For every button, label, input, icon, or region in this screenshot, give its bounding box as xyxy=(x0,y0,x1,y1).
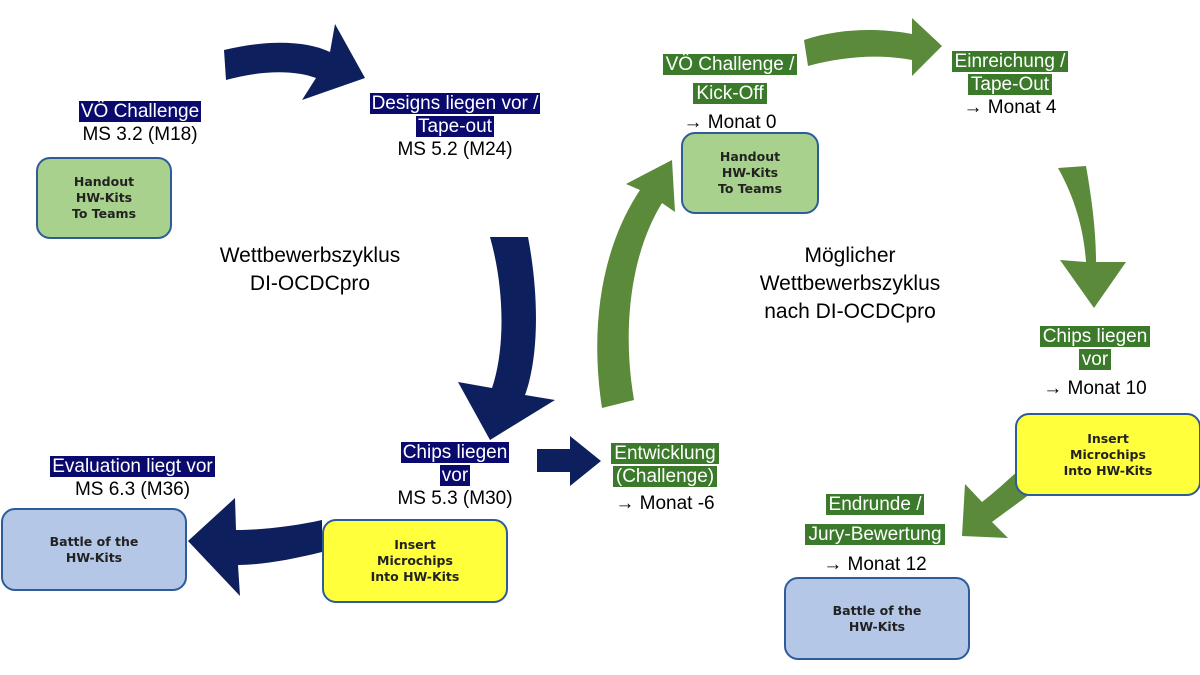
left-insert-line1: Insert xyxy=(394,537,436,552)
left-vo-ms: MS 3.2 (M18) xyxy=(82,124,198,145)
left-insert-line2: Microchips xyxy=(377,553,453,568)
right-endrunde: Endrunde / Jury-Bewertung → Monat 12 xyxy=(785,490,965,580)
right-box-battle: Battle of the HW-Kits xyxy=(784,577,970,660)
arrow-chips-to-entwicklung xyxy=(537,436,601,486)
left-handout-line1: Handout xyxy=(73,174,135,189)
right-einreichung-label1: Einreichung / xyxy=(951,51,1069,72)
right-entwicklung-month: → Monat -6 xyxy=(615,493,715,514)
left-handout-line3: To Teams xyxy=(71,206,137,221)
left-battle-line1: Battle of the xyxy=(49,533,139,549)
right-battle-line2: HW-Kits xyxy=(848,618,906,634)
left-insert-line3: Into HW-Kits xyxy=(370,569,460,584)
left-evaluation-label: Evaluation liegt vor xyxy=(50,456,215,477)
right-handout-line3: To Teams xyxy=(717,181,783,196)
left-title-line1: Wettbewerbszyklus xyxy=(219,244,401,267)
right-vo-label1: VÖ Challenge / xyxy=(662,54,798,75)
left-handout-line2: HW-Kits xyxy=(75,190,133,205)
left-evaluation: Evaluation liegt vor MS 6.3 (M36) xyxy=(25,455,240,501)
left-designs: Designs liegen vor / Tape-out MS 5.2 (M2… xyxy=(350,92,560,161)
right-chips-label1: Chips liegen xyxy=(1039,326,1151,347)
right-einreichung-label2: Tape-Out xyxy=(967,74,1053,95)
right-insert-line1: Insert xyxy=(1087,430,1129,446)
left-battle-line2: HW-Kits xyxy=(65,549,123,565)
right-chips-month: → Monat 10 xyxy=(1043,378,1147,399)
left-box-insert: Insert Microchips Into HW-Kits xyxy=(322,519,508,603)
right-vo-month: → Monat 0 xyxy=(683,112,777,133)
left-designs-ms: MS 5.2 (M24) xyxy=(397,139,513,160)
arrow-designs-to-chips xyxy=(458,237,555,440)
right-handout-line2: HW-Kits xyxy=(721,165,779,180)
right-einreichung: Einreichung / Tape-Out → Monat 4 xyxy=(935,50,1085,119)
right-box-insert: Insert Microchips Into HW-Kits xyxy=(1015,413,1200,496)
right-cycle-title: Möglicher Wettbewerbszyklus nach DI-OCDC… xyxy=(735,242,965,326)
left-chips-label2: vor xyxy=(439,465,471,486)
arrow-kickoff-to-einreichung xyxy=(804,18,942,76)
left-title-line2: DI-OCDCpro xyxy=(249,272,371,295)
left-box-handout: Handout HW-Kits To Teams xyxy=(36,157,172,239)
right-title-line1: Möglicher xyxy=(804,244,896,267)
arrow-vo-to-designs xyxy=(224,24,365,100)
right-insert-line2: Microchips xyxy=(1070,446,1146,462)
right-insert-line3: Into HW-Kits xyxy=(1063,462,1153,478)
left-chips: Chips liegen vor MS 5.3 (M30) xyxy=(385,441,525,510)
arrow-entwicklung-to-kickoff xyxy=(597,160,675,408)
arrow-chips-to-evaluation xyxy=(188,498,322,596)
right-handout-line1: Handout xyxy=(719,149,781,164)
left-cycle-title: Wettbewerbszyklus DI-OCDCpro xyxy=(190,242,430,298)
right-title-line2: Wettbewerbszyklus xyxy=(759,272,941,295)
right-box-handout: Handout HW-Kits To Teams xyxy=(681,132,819,214)
arrow-einreichung-to-chips xyxy=(1058,166,1126,308)
right-entwicklung-label1: Entwicklung xyxy=(611,443,719,464)
left-designs-label1: Designs liegen vor / xyxy=(369,93,541,114)
right-entwicklung-label2: (Challenge) xyxy=(612,466,718,487)
left-box-battle: Battle of the HW-Kits xyxy=(1,508,187,591)
left-designs-label2: Tape-out xyxy=(416,116,494,137)
right-battle-line1: Battle of the xyxy=(832,602,922,618)
left-evaluation-ms: MS 6.3 (M36) xyxy=(74,479,191,500)
right-vo-label2: Kick-Off xyxy=(693,83,767,104)
right-endrunde-month: → Monat 12 xyxy=(823,554,927,575)
left-vo-label: VÖ Challenge xyxy=(78,101,202,122)
right-chips: Chips liegen vor → Monat 10 xyxy=(1020,325,1170,400)
left-chips-label1: Chips liegen xyxy=(400,442,510,463)
right-title-line3: nach DI-OCDCpro xyxy=(764,300,936,323)
right-endrunde-label2: Jury-Bewertung xyxy=(805,524,945,545)
right-entwicklung: Entwicklung (Challenge) → Monat -6 xyxy=(600,442,730,515)
right-vo-kickoff: VÖ Challenge / Kick-Off → Monat 0 xyxy=(650,50,810,137)
right-chips-label2: vor xyxy=(1078,349,1112,370)
left-chips-ms: MS 5.3 (M30) xyxy=(397,488,513,509)
right-einreichung-month: → Monat 4 xyxy=(963,97,1057,118)
right-endrunde-label1: Endrunde / xyxy=(825,494,925,515)
left-vo-challenge: VÖ Challenge MS 3.2 (M18) xyxy=(50,100,230,146)
